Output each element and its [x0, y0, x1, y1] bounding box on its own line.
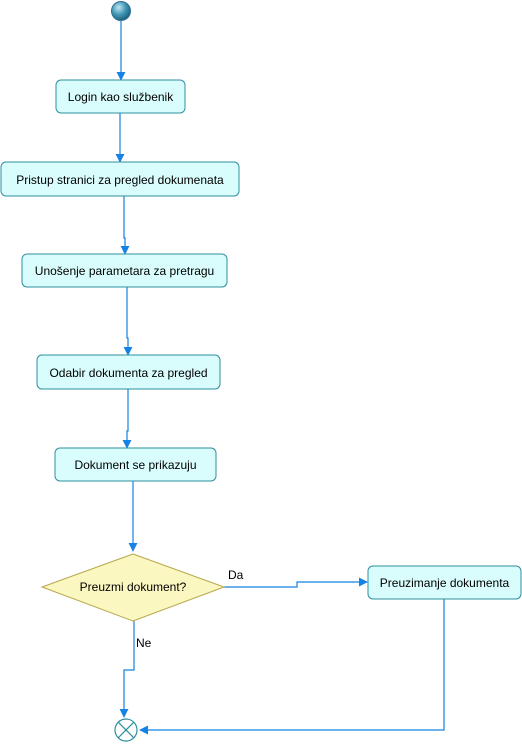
edge-unosenje-to-odabir	[123, 287, 133, 356]
edge-decision-no	[119, 621, 135, 718]
activity-odabir-label: Odabir dokumenta za pregled	[49, 366, 207, 380]
edge-decision-yes	[224, 577, 368, 588]
activity-prikaz: Dokument se prikazuju	[54, 447, 217, 482]
activity-unosenje: Unošenje parametara za pretragu	[21, 253, 228, 288]
flow-final-node	[114, 718, 138, 742]
activity-login: Login kao službenik	[55, 79, 186, 114]
edge-preuzimanje-to-end	[139, 599, 445, 735]
activity-odabir: Odabir dokumenta za pregled	[36, 354, 221, 390]
activity-login-label: Login kao službenik	[68, 90, 174, 104]
edge-label-ne: Ne	[136, 636, 152, 650]
activity-pristup: Pristup stranici za pregled dokumenata	[0, 161, 240, 197]
activity-preuzimanje: Preuzimanje dokumenta	[367, 565, 522, 600]
decision-node: Preuzmi dokument?	[40, 553, 226, 622]
start-node	[111, 1, 131, 21]
edge-label-da: Da	[228, 568, 244, 582]
edges	[115, 21, 445, 735]
activity-preuzimanje-label: Preuzimanje dokumenta	[380, 576, 510, 590]
edge-odabir-to-prikaz	[122, 389, 132, 449]
activity-unosenje-label: Unošenje parametara za pretragu	[35, 264, 214, 278]
edge-pristup-to-unosenje	[120, 196, 130, 255]
activity-prikaz-label: Dokument se prikazuju	[74, 458, 196, 472]
activity-pristup-label: Pristup stranici za pregled dokumenata	[16, 173, 224, 187]
decision-label: Preuzmi dokument?	[80, 580, 187, 594]
